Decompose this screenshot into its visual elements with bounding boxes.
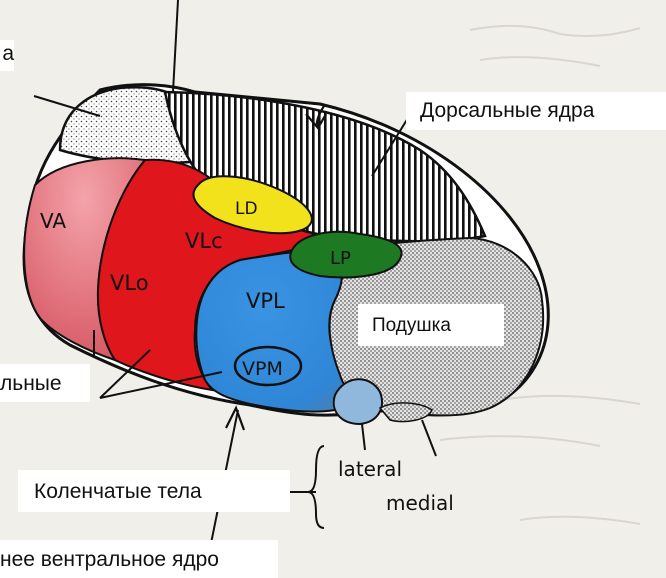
label-va: VA (40, 209, 66, 233)
fragment-ventral-text: льные (0, 372, 62, 395)
label-dorsal-nuclei: Дорсальные ядра (406, 92, 666, 130)
label-vpl: VPL (246, 289, 285, 313)
label-ld: LD (235, 199, 258, 219)
geniculate-bodies-text: Коленчатые тела (34, 480, 202, 503)
label-pulvinar: Подушка (358, 304, 504, 346)
fragment-top-left-text: а (2, 42, 14, 65)
label-vlc: VLc (185, 229, 223, 253)
pulvinar-text: Подушка (372, 315, 451, 336)
label-geniculate-bodies: Коленчатые тела (18, 470, 290, 512)
label-fragment-top-left: а (0, 40, 14, 71)
label-lateral: lateral (338, 457, 402, 481)
label-medial: medial (386, 491, 454, 515)
label-fragment-ventral: льные (0, 364, 90, 402)
dorsal-nuclei-text: Дорсальные ядра (420, 99, 594, 122)
fragment-bottom-text: нее вентральное ядро (0, 548, 219, 571)
label-fragment-bottom: нее вентральное ядро (0, 540, 278, 578)
label-vlo: VLo (110, 271, 149, 295)
medial-geniculate-body (380, 403, 432, 422)
lateral-geniculate-body (334, 379, 382, 424)
label-lp: LP (330, 248, 351, 269)
label-vpm: VPM (242, 358, 283, 380)
